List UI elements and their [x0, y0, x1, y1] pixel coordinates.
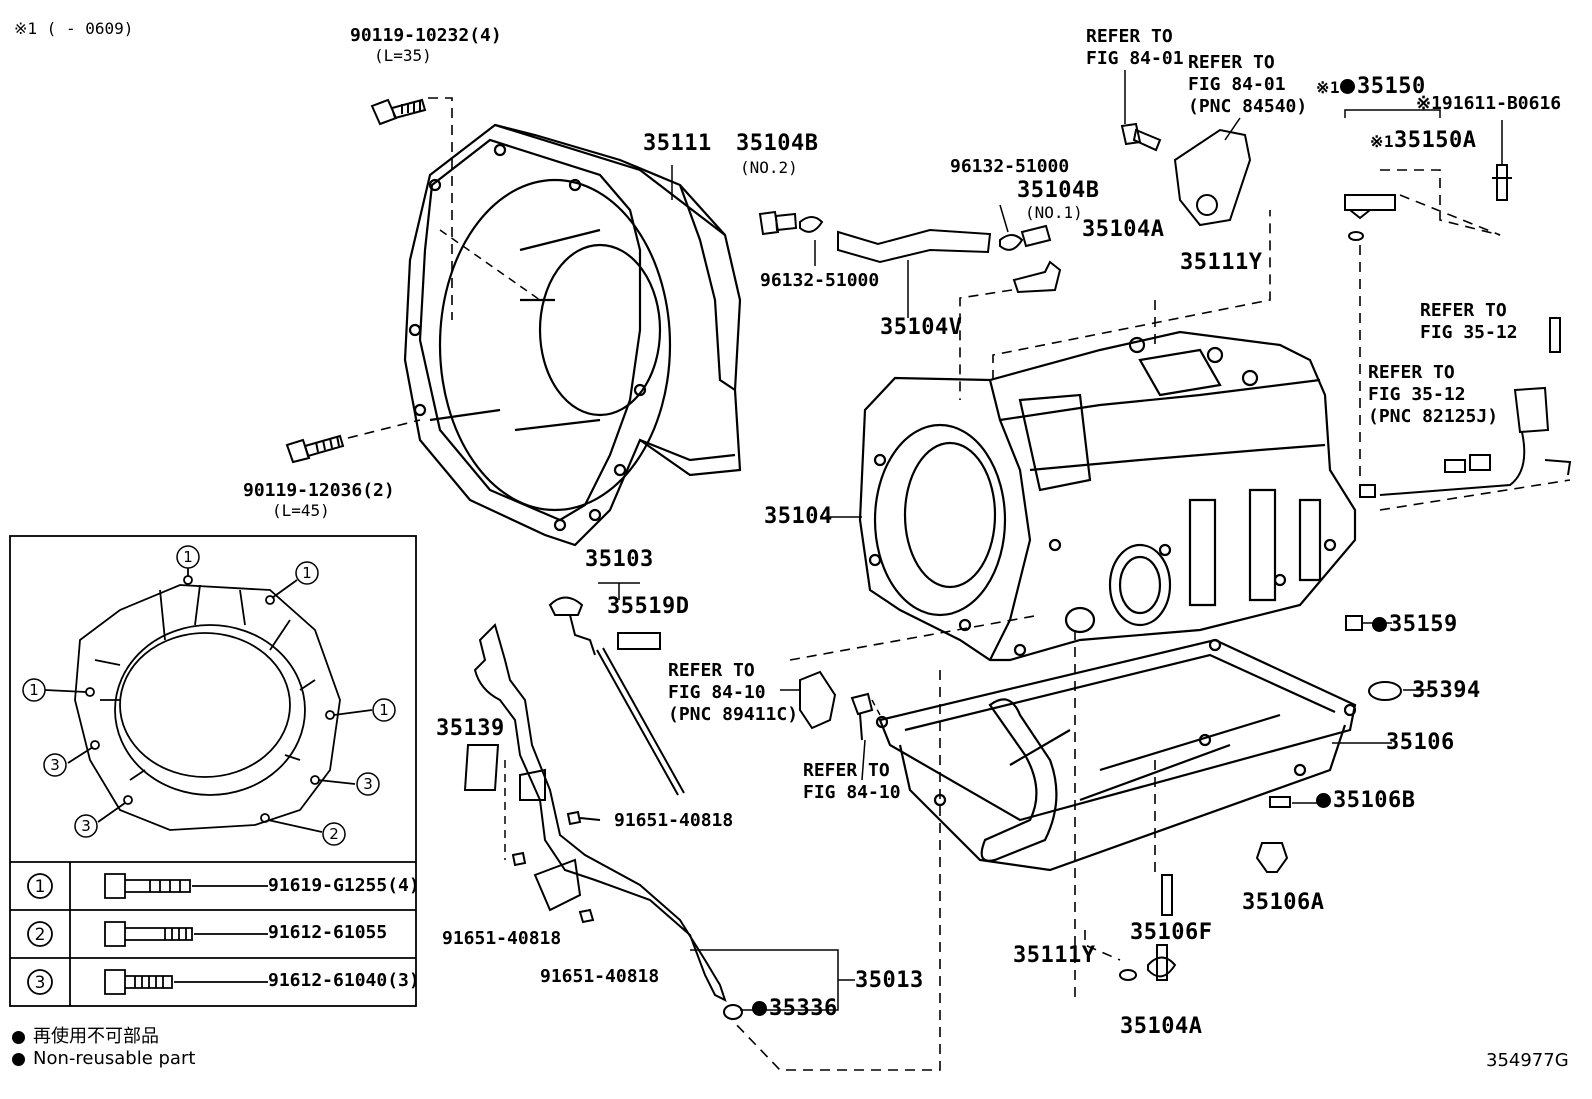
non-reusable-dot	[752, 1001, 767, 1016]
label-35111Y-bottom: 35111Y	[1013, 943, 1096, 968]
label-35106A: 35106A	[1242, 890, 1325, 915]
label-35106B: 35106B	[1316, 790, 1415, 812]
non-reusable-dot	[1372, 617, 1387, 632]
label-96132-51000-b: 96132-51000	[950, 156, 1070, 177]
speed-sensor-84540	[1120, 122, 1252, 227]
dipstick-35103	[548, 582, 685, 796]
header-note: ※1 ( - 0609)	[14, 19, 134, 38]
label-35104A-bottom: 35104A	[1120, 1014, 1203, 1039]
inset-callout-3c: 3	[81, 817, 91, 835]
speed-sensor-89411C	[799, 670, 874, 741]
oil-pan-35106	[875, 638, 1357, 872]
bolt-90119-12036	[285, 434, 345, 464]
label-35104B-no1-sub: (NO.1)	[1025, 203, 1083, 222]
label-35159: 35159	[1372, 614, 1458, 636]
legend-japanese: 再使用不可部品	[12, 1022, 159, 1048]
label-35111: 35111	[643, 131, 712, 156]
label-96132-51000-a: 96132-51000	[760, 270, 880, 291]
label-91651-40818-a: 91651-40818	[614, 810, 734, 831]
inset-callout-1d: 1	[379, 701, 389, 719]
label-90119-10232: 90119-10232(4)	[350, 25, 502, 46]
inset-callout-1c: 1	[29, 681, 39, 699]
inset-callout-3a: 3	[50, 756, 60, 774]
inset-callout-numbers: 1 1 1 1 3 3 3 2	[29, 548, 389, 843]
non-reusable-dot	[1340, 79, 1356, 94]
non-reusable-dot	[1316, 793, 1331, 808]
label-191611-B0616: ※191611-B0616	[1416, 93, 1562, 114]
legend-dot	[12, 1030, 25, 1044]
label-35104V: 35104V	[880, 315, 963, 340]
inset-callout-2: 2	[329, 825, 339, 843]
label-35106: 35106	[1386, 730, 1455, 755]
bolt-part-2: 91612-61055	[268, 922, 388, 943]
transmission-case-35104	[858, 330, 1357, 662]
bolt-table-keys: 1 2 3	[35, 877, 46, 993]
bolt-part-3: 91612-61040(3)	[268, 970, 420, 991]
label-35104: 35104	[764, 504, 833, 529]
label-35104B-no2: 35104B	[736, 131, 819, 156]
inset-callouts	[22, 545, 396, 846]
bell-housing-35111	[403, 123, 742, 547]
label-90119-12036-length: (L=45)	[272, 501, 330, 520]
label-90119-10232-length: (L=35)	[374, 46, 432, 65]
bolt-table-drawings	[27, 873, 268, 995]
bolt-key-3: 3	[35, 973, 46, 993]
label-35104B-no1: 35104B	[1017, 178, 1100, 203]
label-35139: 35139	[436, 716, 505, 741]
legend-english: Non-reusable part	[12, 1048, 195, 1069]
label-35104B-no2-sub: (NO.2)	[740, 158, 798, 177]
breather-hose	[758, 204, 1062, 318]
bolt-90119-10232	[370, 98, 427, 126]
inset-callout-1b: 1	[302, 564, 312, 582]
label-35336: 35336	[752, 998, 838, 1020]
label-35104A-top: 35104A	[1082, 217, 1165, 242]
label-35111Y-top: 35111Y	[1180, 250, 1263, 275]
label-35103: 35103	[585, 547, 654, 572]
diagram-id: 354977G	[1486, 1050, 1569, 1071]
bolt-part-1: 91619-G1255(4)	[268, 875, 420, 896]
label-91651-40818-c: 91651-40818	[540, 966, 660, 987]
label-35150A: ※135150A	[1370, 128, 1477, 153]
filler-tube-35013	[463, 623, 743, 1020]
label-35013: 35013	[855, 968, 924, 993]
label-35394: 35394	[1412, 678, 1481, 703]
legend-dot	[12, 1052, 25, 1066]
inset-callout-3b: 3	[363, 775, 373, 793]
label-35519D: 35519D	[607, 594, 690, 619]
label-35106F: 35106F	[1130, 920, 1213, 945]
inset-bell-housing	[9, 535, 417, 1007]
fitting-35150	[1344, 109, 1512, 241]
bolt-key-1: 1	[35, 877, 46, 897]
label-90119-12036: 90119-12036(2)	[243, 480, 395, 501]
inset-callout-1a: 1	[183, 548, 193, 566]
label-91651-40818-b: 91651-40818	[442, 928, 562, 949]
bolt-key-2: 2	[35, 925, 46, 945]
wire-harness-82125J	[1359, 317, 1572, 498]
